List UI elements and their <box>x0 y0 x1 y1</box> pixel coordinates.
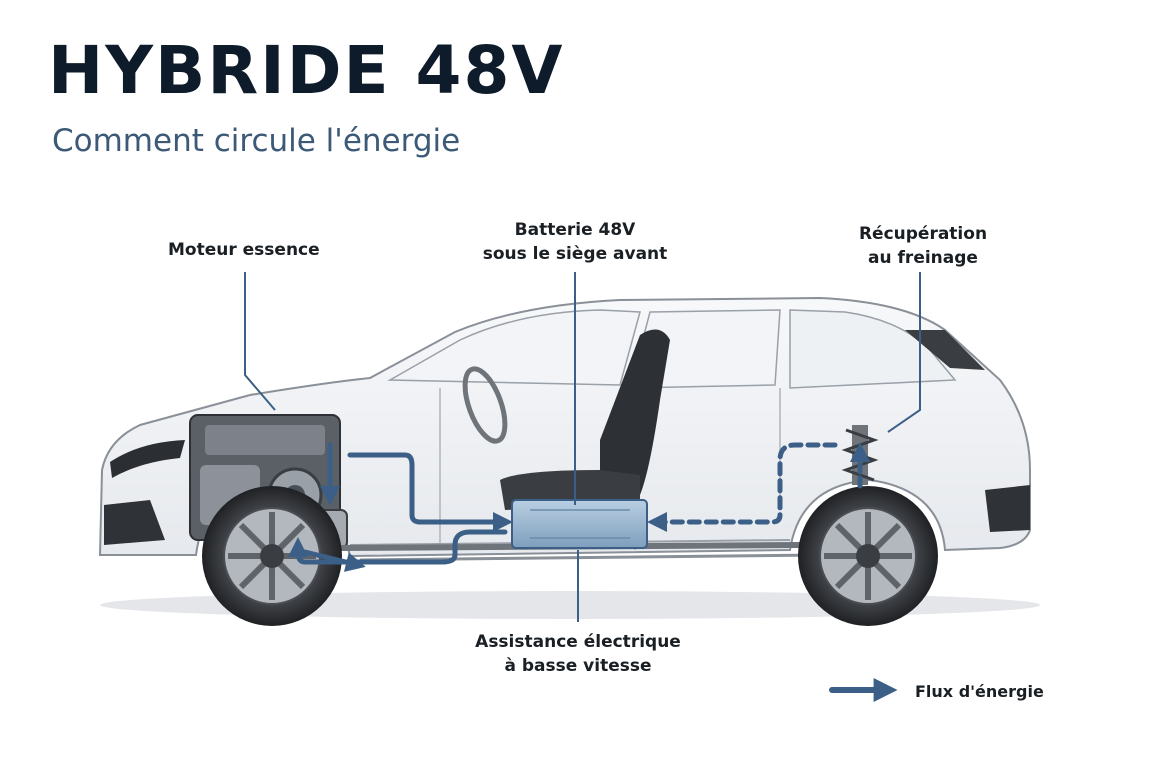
rear-wheel <box>798 486 938 626</box>
callout-lines <box>244 272 921 622</box>
page-title: HYBRIDE 48V <box>48 32 565 109</box>
battery-48v <box>511 499 648 549</box>
page-subtitle: Comment circule l'énergie <box>52 123 461 159</box>
ground-shadow <box>100 591 1040 619</box>
flow-engine-to-battery <box>347 452 513 532</box>
label-battery-line2: sous le siège avant <box>482 244 668 264</box>
flow-motor-to-wheel <box>302 549 366 572</box>
legend-label: Flux d'énergie <box>915 682 1044 701</box>
label-regen: Récupération au freinage <box>838 222 1008 270</box>
front-wheel <box>202 486 342 626</box>
label-assist-line2: à basse vitesse <box>504 656 652 676</box>
label-engine-text: Moteur essence <box>168 240 320 260</box>
steering-wheel <box>462 366 508 444</box>
flow-battery-to-motor <box>288 529 508 565</box>
label-assist: Assistance électrique à basse vitesse <box>458 630 698 678</box>
label-battery-line1: Batterie 48V <box>514 220 636 240</box>
label-engine: Moteur essence <box>168 238 320 262</box>
label-assist-line1: Assistance électrique <box>475 632 681 652</box>
callout-regen <box>887 272 921 433</box>
energy-flow-arrows <box>288 442 870 572</box>
flow-regen-to-battery <box>647 442 838 532</box>
label-regen-line1: Récupération <box>858 224 988 244</box>
callout-engine <box>244 272 276 411</box>
label-battery: Batterie 48V sous le siège avant <box>470 218 680 266</box>
label-regen-line2: au freinage <box>868 248 978 268</box>
